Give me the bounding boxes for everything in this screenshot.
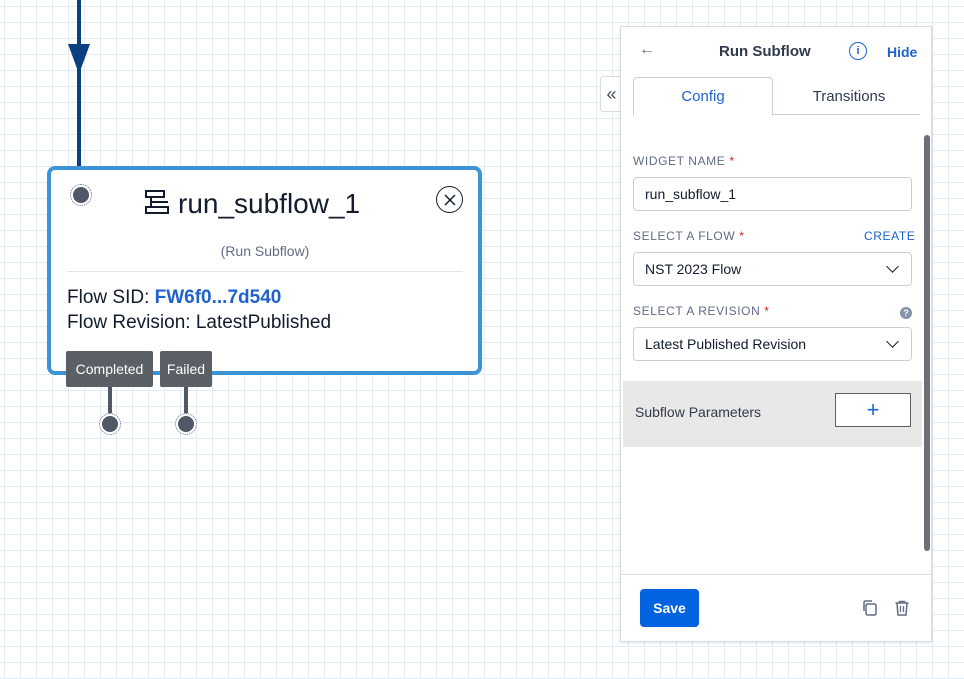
transition-failed[interactable]: Failed (160, 351, 212, 387)
add-parameter-button[interactable]: + (835, 393, 911, 427)
required-mark: * (764, 304, 770, 318)
panel-title: Run Subflow (719, 43, 811, 60)
create-flow-link[interactable]: CREATE (864, 229, 916, 243)
flow-sid-line: Flow SID: FW6f0...7d540 (67, 287, 281, 309)
widget-title: run_subflow_1 (178, 188, 361, 219)
required-mark: * (739, 229, 745, 243)
copy-icon[interactable] (861, 599, 879, 622)
select-revision-label: SELECT A REVISION * (633, 304, 770, 318)
plus-icon: + (866, 397, 880, 422)
required-mark: * (729, 154, 735, 168)
tab-transitions[interactable]: Transitions (812, 88, 886, 105)
select-flow-value: NST 2023 Flow (645, 261, 742, 277)
select-revision-value: Latest Published Revision (645, 336, 807, 352)
widget-title-row: run_subflow_1 (142, 182, 360, 226)
transition-completed[interactable]: Completed (66, 351, 153, 387)
incoming-connector-arrow (68, 44, 90, 74)
panel-tabs: Config Transitions (633, 77, 920, 116)
incoming-connector-line (77, 0, 81, 186)
failed-output-port[interactable] (175, 413, 197, 435)
save-button[interactable]: Save (640, 589, 699, 627)
back-arrow-icon[interactable]: ← (639, 41, 655, 58)
widget-input-port[interactable] (70, 184, 92, 206)
flow-sid-label: Flow SID: (67, 287, 155, 308)
hide-panel-link[interactable]: Hide (887, 44, 918, 60)
trash-icon[interactable] (893, 599, 911, 622)
chevron-down-icon (886, 335, 899, 348)
subflow-icon (142, 188, 170, 221)
failed-connector-stem (184, 387, 188, 415)
completed-output-port[interactable] (99, 413, 121, 435)
widget-config-panel: ← Run Subflow i Hide Config Transitions … (620, 26, 932, 642)
select-flow-dropdown[interactable]: NST 2023 Flow (633, 252, 912, 286)
run-subflow-widget[interactable] (47, 166, 482, 375)
subflow-parameters-label: Subflow Parameters (635, 404, 762, 420)
widget-type-label: (Run Subflow) (220, 243, 310, 259)
panel-header: ← Run Subflow i Hide (621, 27, 931, 77)
flow-sid-value[interactable]: FW6f0...7d540 (154, 287, 282, 308)
select-flow-label: SELECT A FLOW * (633, 229, 745, 243)
panel-scrollbar[interactable] (924, 135, 930, 551)
flow-revision-value: LatestPublished (195, 312, 332, 333)
help-icon[interactable]: ? (900, 307, 912, 319)
select-revision-dropdown[interactable]: Latest Published Revision (633, 327, 912, 361)
widget-divider (67, 271, 463, 272)
flow-revision-line: Flow Revision: LatestPublished (67, 312, 331, 334)
widget-name-label: WIDGET NAME * (633, 154, 735, 168)
subflow-parameters-section: Subflow Parameters + (623, 381, 922, 447)
completed-connector-stem (108, 387, 112, 415)
chevron-down-icon (886, 260, 899, 273)
widget-name-input[interactable]: run_subflow_1 (633, 177, 912, 211)
collapse-panel-button[interactable]: « (600, 76, 622, 112)
close-circle-icon[interactable] (436, 186, 463, 213)
tab-config[interactable]: Config (633, 77, 773, 116)
info-icon[interactable]: i (849, 42, 867, 60)
flow-revision-label: Flow Revision: (67, 312, 196, 333)
panel-footer-divider (621, 574, 931, 575)
